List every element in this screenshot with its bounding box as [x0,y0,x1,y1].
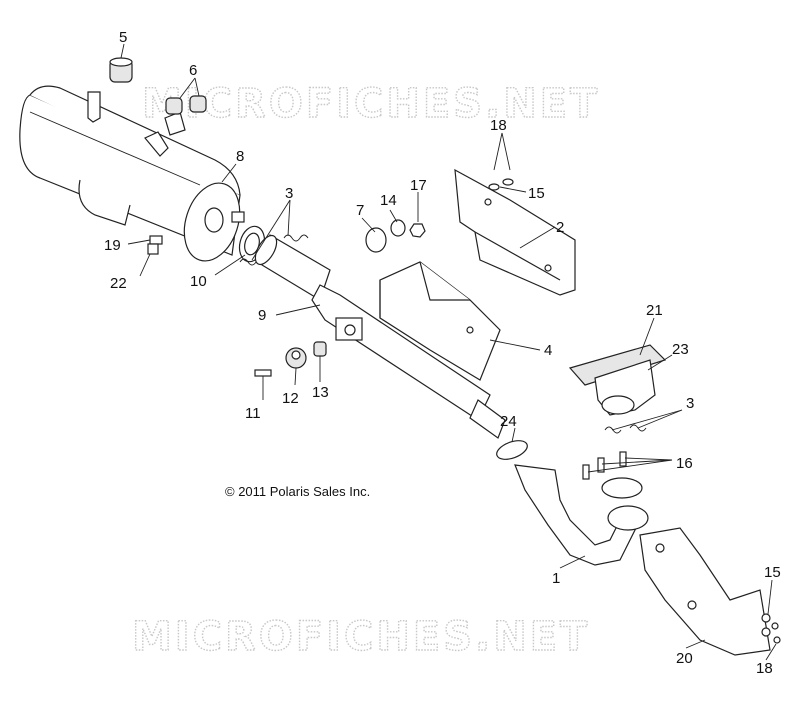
callout-5: 5 [119,29,127,46]
stud-part-16 [582,451,627,480]
callout-20: 20 [676,650,693,667]
callout-9: 9 [258,307,266,324]
gasket-part-24 [496,440,528,460]
manifold-part-23 [594,359,656,416]
bracket-part-2 [454,168,576,296]
watermark-bottom: MICROFICHES.NET [132,614,590,660]
washer-part-7 [365,227,387,253]
callout-6: 6 [189,62,197,79]
spacer-part-12 [285,347,307,369]
callout-3-lower: 3 [686,395,694,412]
callout-13: 13 [312,384,329,401]
washer-part-15-upper [488,178,514,191]
callout-3-upper: 3 [285,185,293,202]
pipe-part-9 [254,234,506,439]
heat-shield-part-4 [379,261,501,381]
callout-15-lower: 15 [764,564,781,581]
head-pipe-part-1 [514,464,649,566]
copyright-text: © 2011 Polaris Sales Inc. [225,484,370,499]
callout-4: 4 [544,342,552,359]
callout-18-upper: 18 [490,117,507,134]
gasket-part-21 [568,344,667,386]
callout-8: 8 [236,148,244,165]
watermark-top: MICROFICHES.NET [142,81,600,127]
callout-22: 22 [110,275,127,292]
callout-10: 10 [190,273,207,290]
muffler-part [19,85,245,262]
washer-part-14 [390,219,406,237]
callout-1: 1 [552,570,560,587]
callout-21: 21 [646,302,663,319]
callout-12: 12 [282,390,299,407]
callout-19: 19 [104,237,121,254]
callout-24: 24 [500,413,517,430]
bolt-part-11 [254,369,272,398]
callout-23: 23 [672,341,689,358]
grommet-part-6 [165,95,207,115]
callout-7: 7 [356,202,364,219]
bushing-part-13 [313,341,327,357]
callout-16: 16 [676,455,693,472]
nut-part-17 [409,223,426,238]
callout-11: 11 [245,405,261,422]
heat-shield-part-20 [639,527,771,656]
callout-17: 17 [410,177,427,194]
leader-lines [120,43,777,661]
callout-18-lower: 18 [756,660,773,677]
callout-15-upper: 15 [528,185,545,202]
callout-2: 2 [556,219,564,236]
washer-part-15-lower [761,613,781,644]
grommet-part-5 [109,57,133,83]
callout-14: 14 [380,192,397,209]
bolt-part-19 [147,235,163,255]
